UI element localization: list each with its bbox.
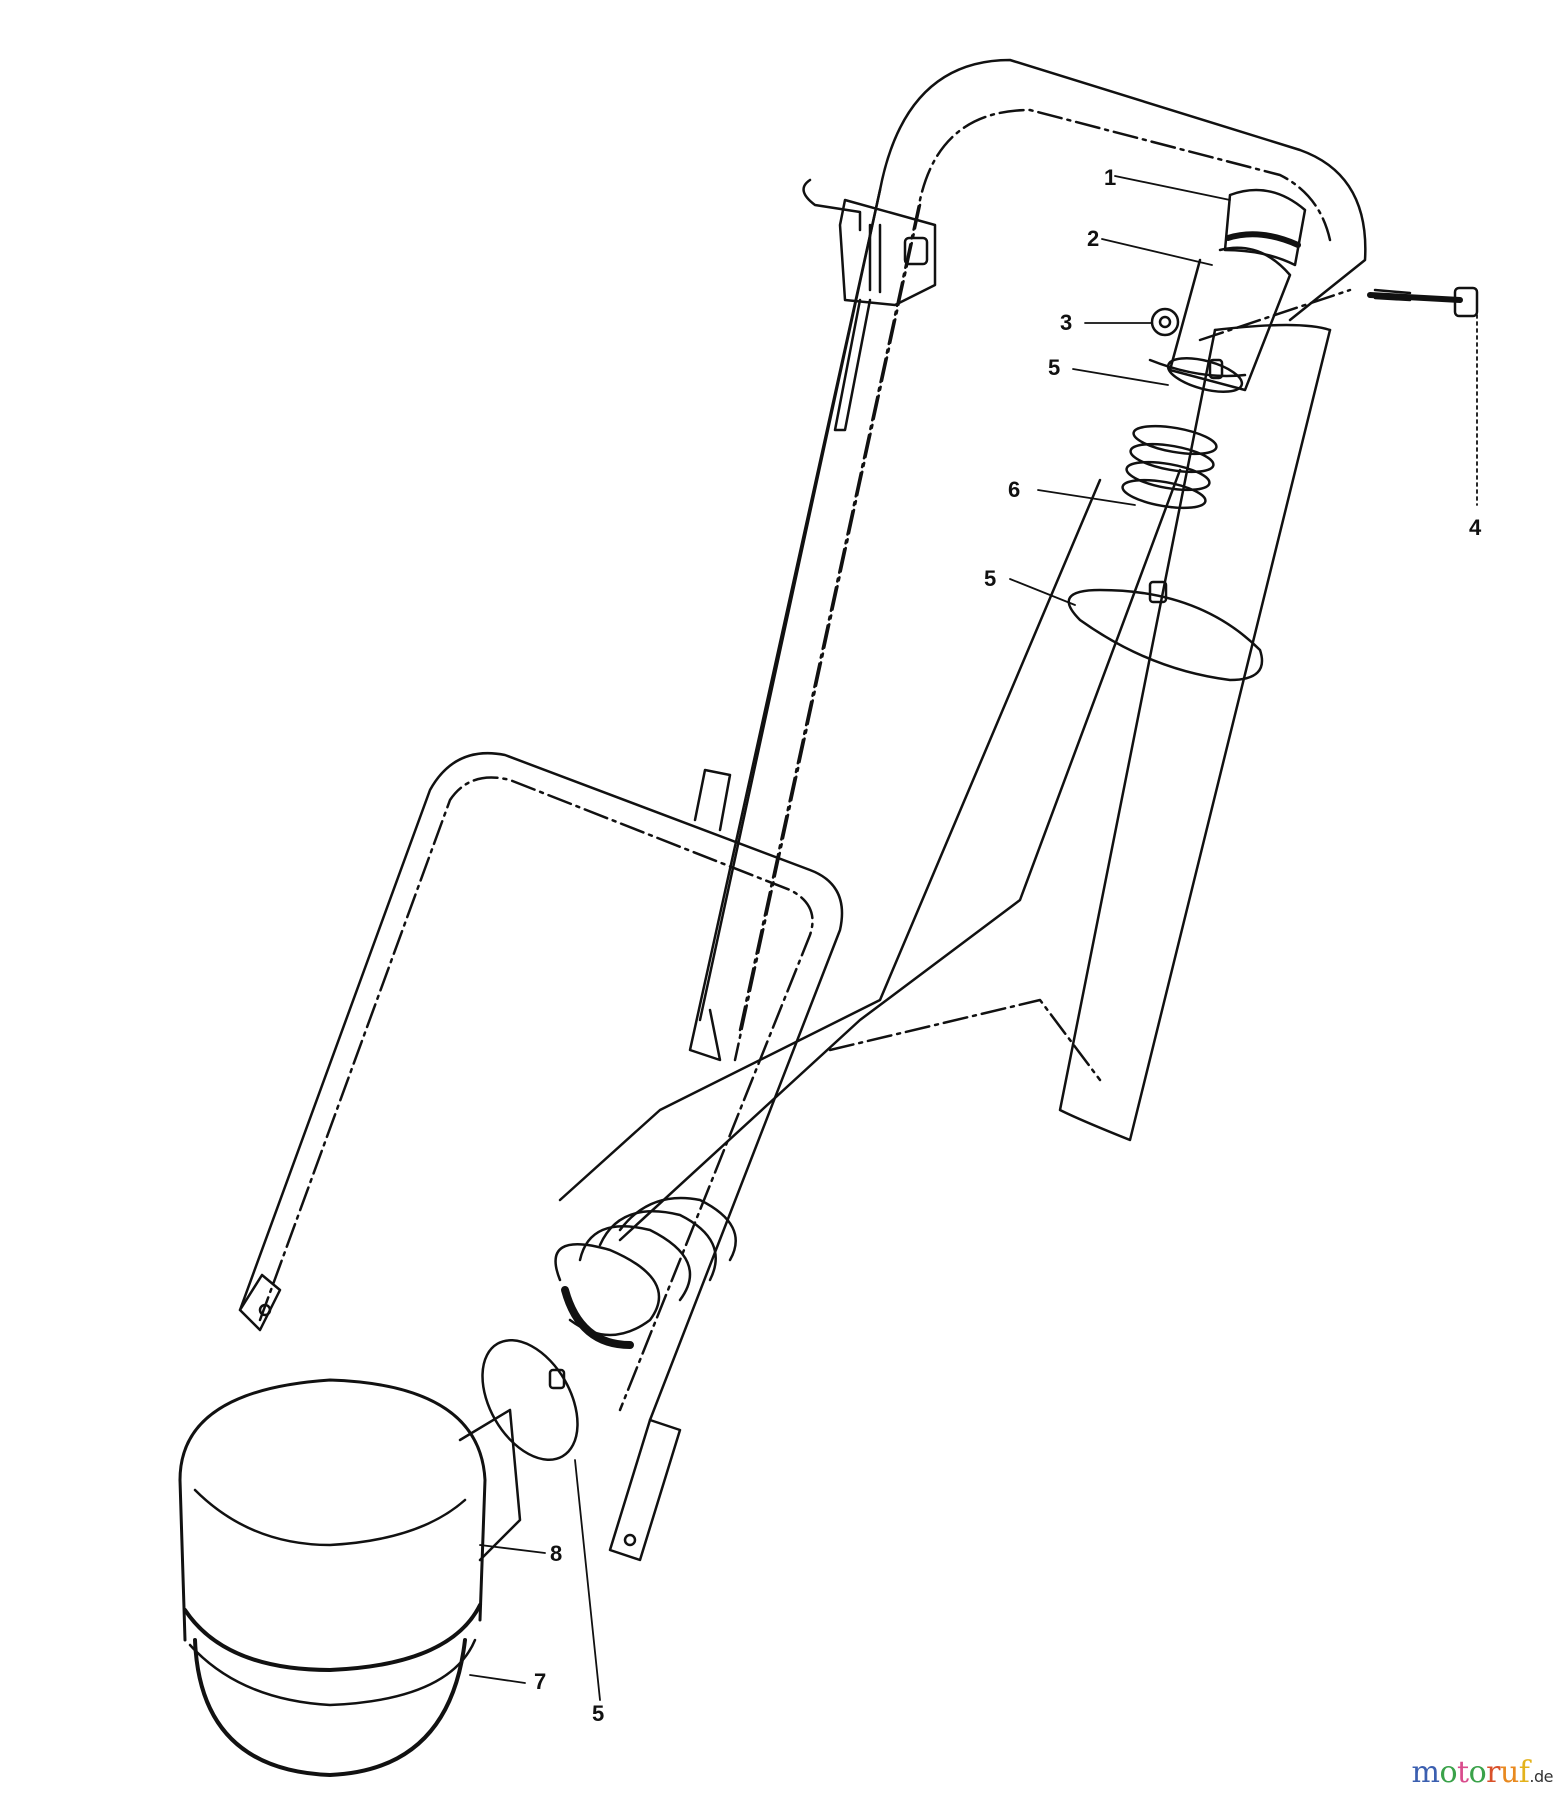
part-2-upper-tube <box>1148 246 1292 393</box>
wm-letter: o <box>1468 1755 1487 1790</box>
upper-handle-left-leg <box>688 188 922 1062</box>
callout-3: 3 <box>1060 310 1073 335</box>
part-5-clamp-lower <box>481 1339 579 1461</box>
callout-6: 6 <box>1008 477 1021 502</box>
part-5-clamp-middle <box>1067 580 1264 682</box>
wm-letter: o <box>1439 1755 1457 1790</box>
callout-4: 4 <box>1469 515 1482 540</box>
wm-letter: r <box>1486 1755 1500 1790</box>
callout-7: 7 <box>534 1669 547 1694</box>
watermark: motoruf.de <box>1411 1755 1553 1790</box>
wm-letter: m <box>1411 1755 1440 1790</box>
part-1-end-cap <box>1223 188 1307 267</box>
callout-8: 8 <box>550 1541 563 1566</box>
part-3-nut <box>1150 307 1180 337</box>
callout-5-upper: 5 <box>1048 355 1061 380</box>
callout-2: 2 <box>1087 226 1100 251</box>
wm-letter: t <box>1457 1755 1469 1790</box>
part-6-flex-hose-upper <box>1121 424 1218 510</box>
upper-handle <box>698 58 1367 1142</box>
wm-letter: u <box>1499 1755 1519 1790</box>
callout-5-middle: 5 <box>984 566 997 591</box>
callout-5-lower: 5 <box>592 1701 605 1726</box>
throttle-control <box>802 178 937 432</box>
chute-body <box>558 468 1182 1242</box>
flex-hose-lower <box>554 1196 737 1349</box>
leader-lines <box>469 175 1478 1701</box>
wm-suffix: .de <box>1529 1767 1553 1786</box>
wm-letter: f <box>1518 1755 1530 1790</box>
bag-assembly <box>178 1378 522 1777</box>
part-4-bolt <box>1198 286 1479 342</box>
lower-handle <box>238 751 844 1562</box>
callout-1: 1 <box>1104 165 1117 190</box>
